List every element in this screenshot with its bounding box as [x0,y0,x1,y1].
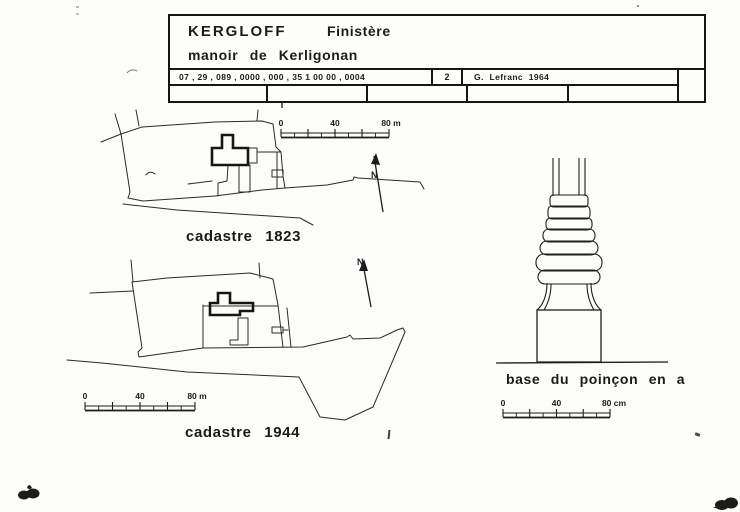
caption-cadastre-1944: cadastre 1944 [185,424,301,441]
empty-cell [368,86,468,101]
scan-speck [694,432,701,437]
scan-speck [281,103,283,108]
reference-row: 07 , 29 , 089 , 0000 , 000 , 35 1 00 00 … [170,70,677,86]
map-cadastre-1823: N 0 40 80 m [100,109,425,226]
ink-blot-bottom-left [18,485,40,500]
author-credit: G. Lefranc 1964 [474,72,550,82]
title-block: KERGLOFF Finistère manoir de Kerligonan … [168,14,706,103]
sheet-number: 2 [433,70,463,84]
scan-speck-curve [126,69,138,74]
scale-middle: 40 [330,118,340,128]
building-footprint-1823 [210,133,250,167]
building-footprint-1944 [208,291,255,317]
scale-bar-1944: 0 40 80 m [83,391,207,412]
scale-bar-1823: 0 40 80 m [279,118,401,139]
title-block-right-cell [677,70,704,101]
reference-codes: 07 , 29 , 089 , 0000 , 000 , 35 1 00 00 … [170,70,433,84]
detail-post-base: 0 40 80 cm [495,158,669,419]
north-arrow: N [357,257,372,308]
scale-start: 0 [501,398,506,408]
title-block-rows: 07 , 29 , 089 , 0000 , 000 , 35 1 00 00 … [170,70,704,101]
north-label: N [371,170,378,180]
scale-start: 0 [279,118,284,128]
scale-bar-detail: 0 40 80 cm [501,398,627,419]
north-label: N [357,257,364,267]
caption-post-base: base du poinçon en a [506,371,686,387]
scale-middle: 40 [135,391,145,401]
empty-cell [468,86,569,101]
parcel-lines [100,109,425,226]
scale-end: 80 cm [602,398,627,408]
ink-blot-bottom-right [713,497,738,510]
empty-cell [569,86,677,101]
turned-post-profile [495,158,669,364]
title-department: Finistère [326,23,391,39]
caption-cadastre-1823: cadastre 1823 [186,228,302,245]
scale-end: 80 m [381,118,401,128]
north-arrow: N [371,153,384,213]
title-line1: KERGLOFF Finistère [188,23,391,41]
scale-end: 80 m [187,391,207,401]
scan-speck [76,6,79,8]
map-cadastre-1944: N 0 40 80 m [66,257,406,421]
title-subject: manoir de Kerligonan [188,47,358,63]
scan-speck [76,13,79,15]
empty-cell [268,86,368,101]
empty-cell [170,86,268,101]
scale-start: 0 [83,391,88,401]
title-block-rows-left: 07 , 29 , 089 , 0000 , 000 , 35 1 00 00 … [170,70,677,101]
scan-speck [637,5,639,7]
title-block-header: KERGLOFF Finistère manoir de Kerligonan [170,16,704,70]
title-commune: KERGLOFF [188,23,287,40]
parcel-lines [66,259,406,421]
scale-middle: 40 [552,398,562,408]
empty-row [170,86,677,101]
